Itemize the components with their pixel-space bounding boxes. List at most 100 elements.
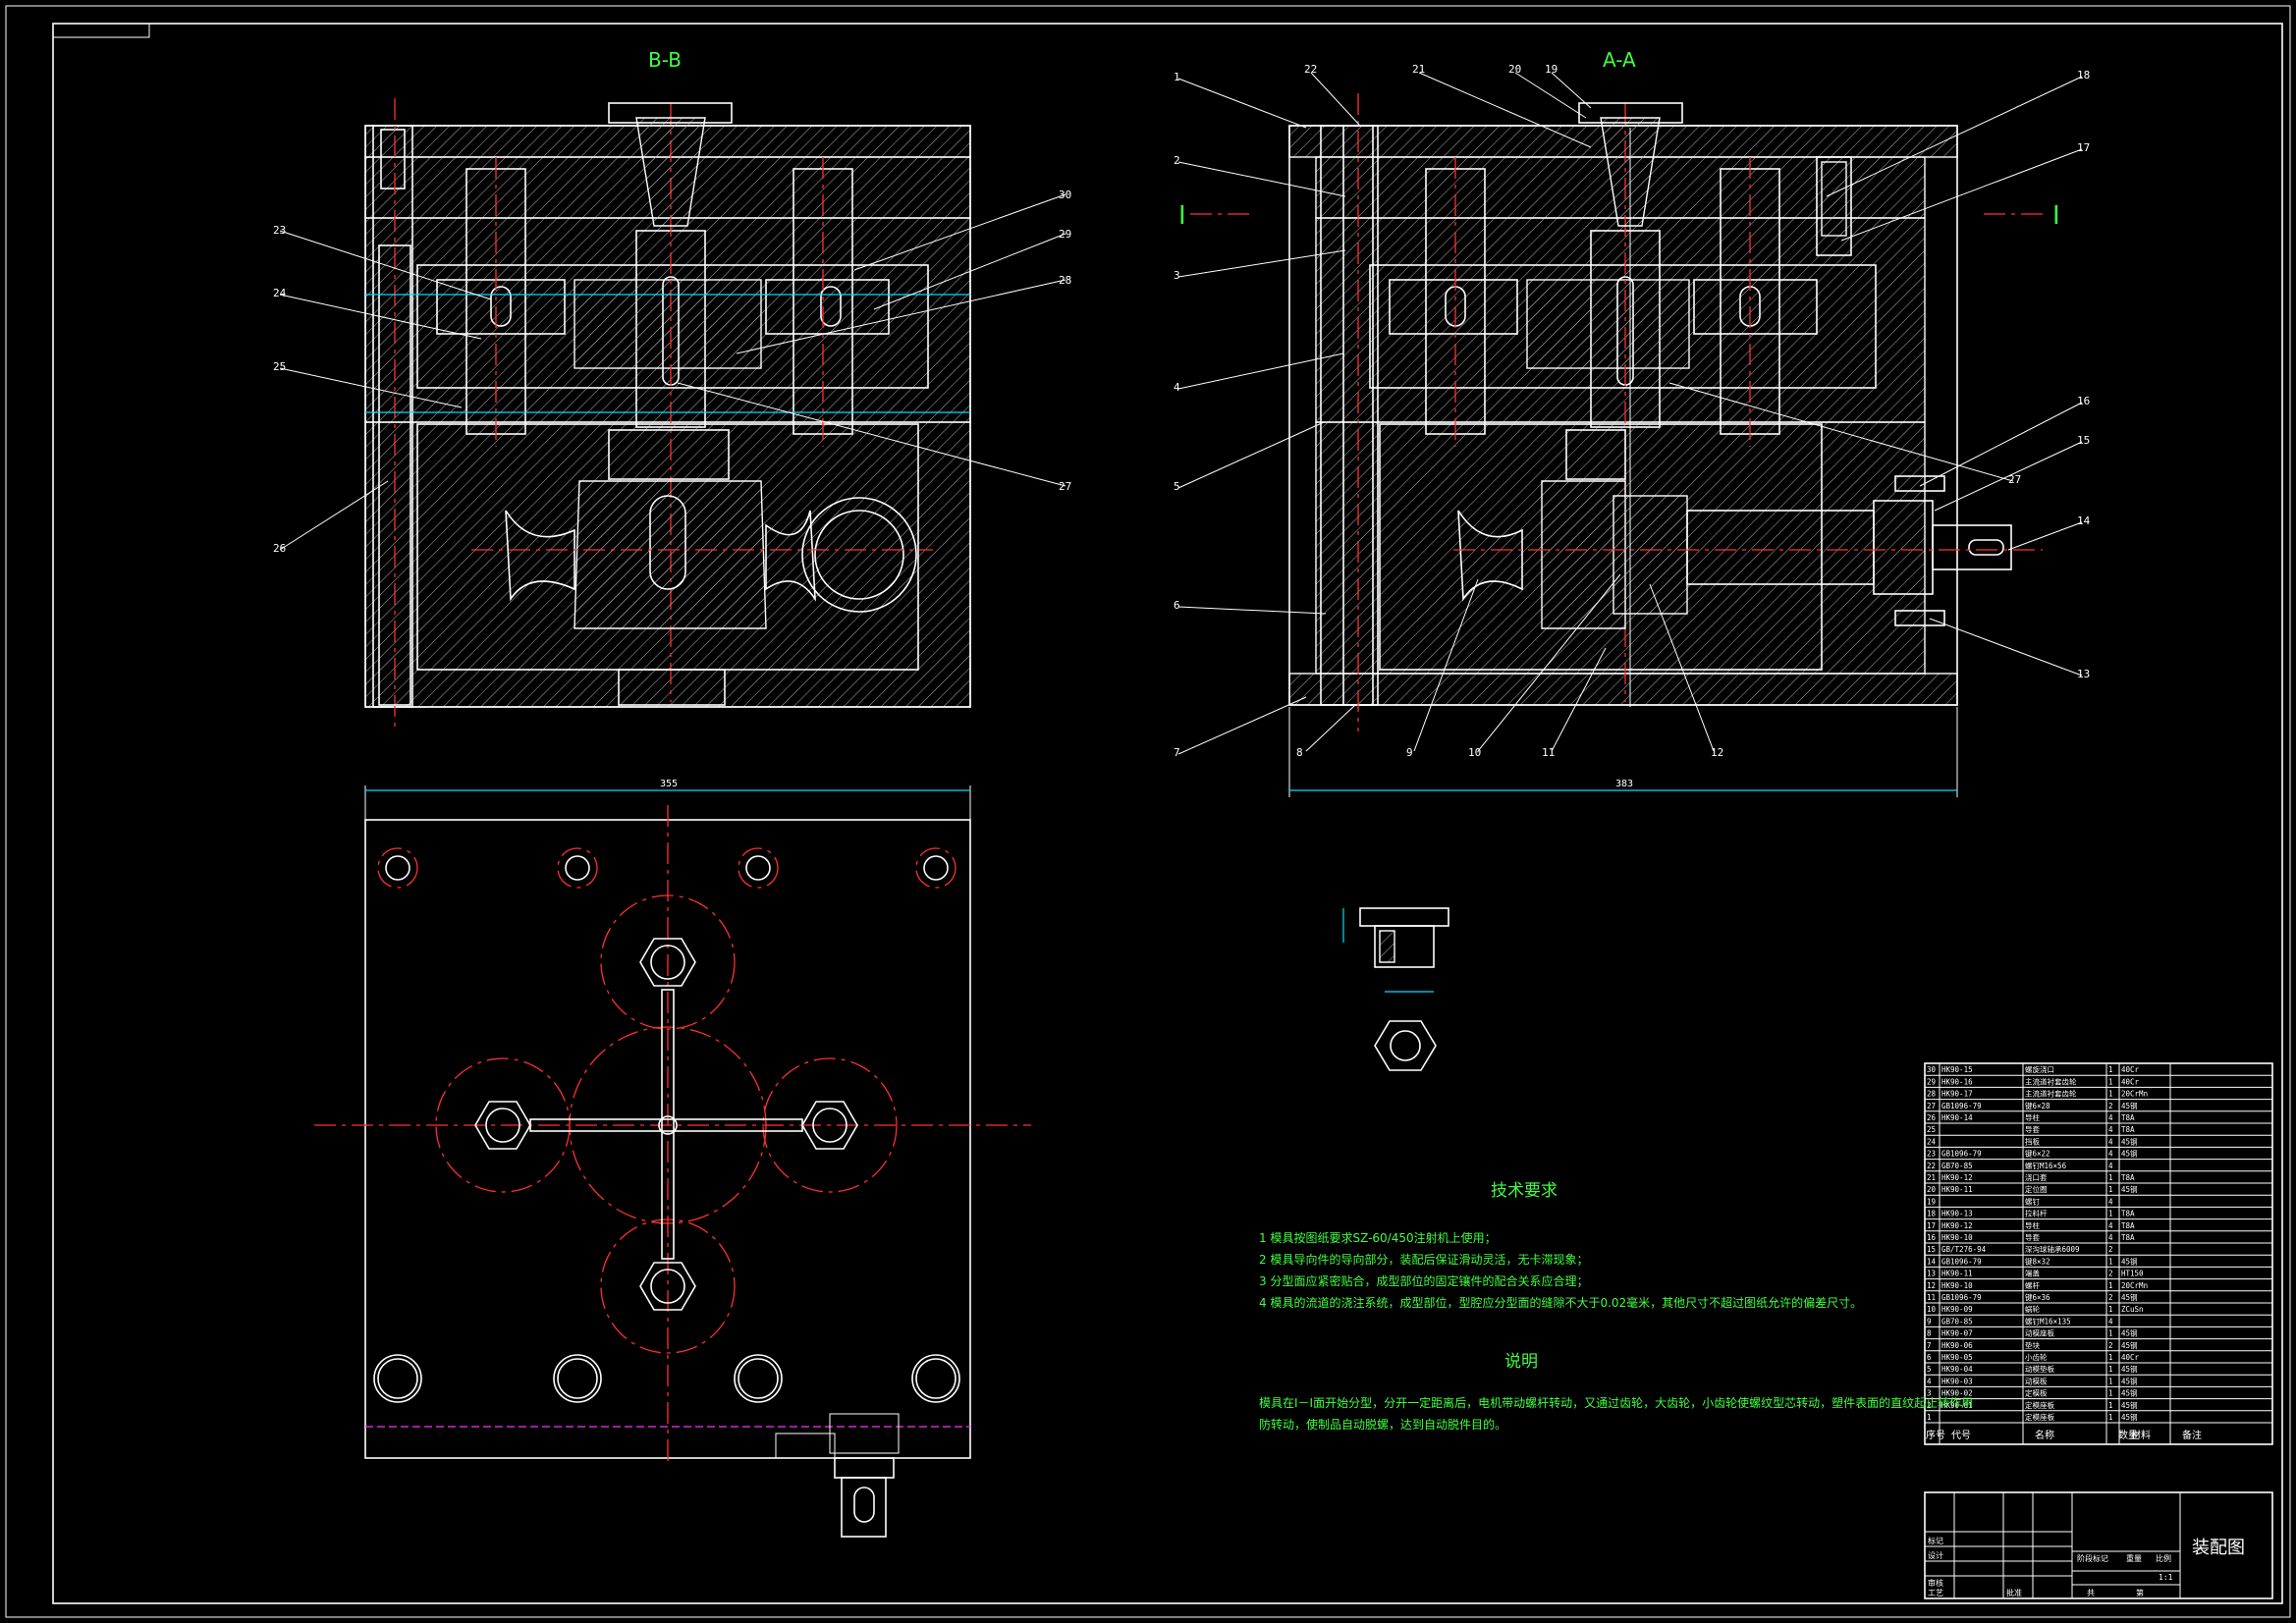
bom-cell: 24	[1927, 1137, 1937, 1146]
bom-cell: 7	[1927, 1341, 1932, 1350]
bom-cell: 2	[2108, 1245, 2113, 1254]
balloon-aa-13: 13	[2077, 668, 2090, 680]
bom-cell: 18	[1927, 1210, 1937, 1218]
bom-cell: GB70-85	[1941, 1317, 1973, 1325]
bom-cell: 45钢	[2121, 1388, 2138, 1398]
bom-cell: 螺钉M16×135	[2025, 1316, 2071, 1325]
drawing-name: 装配图	[2192, 1538, 2245, 1558]
bom-cell: 动模座板	[2025, 1328, 2054, 1338]
balloon-bb-30: 30	[1059, 189, 1071, 201]
bom-cell: 蜗轮	[2025, 1304, 2041, 1314]
bom-cell: 2	[2108, 1270, 2113, 1278]
bom-cell: 1	[2108, 1389, 2113, 1398]
bom-cell: 10	[1927, 1305, 1937, 1314]
bom-cell: 20	[1927, 1185, 1937, 1194]
bom-cell: HK90-05	[1941, 1353, 1973, 1362]
bom-cell: 挡板	[2025, 1136, 2041, 1146]
bom-cell: HK90-16	[1941, 1077, 1973, 1086]
bom-cell: 28	[1927, 1090, 1937, 1099]
bom-cell: HK90-07	[1941, 1329, 1973, 1338]
bom-cell: HK90-04	[1941, 1365, 1973, 1374]
bom-cell: 定模座板	[2025, 1412, 2054, 1422]
bom-cell: 23	[1927, 1150, 1936, 1159]
bom-cell: 30	[1927, 1065, 1937, 1074]
bom-cell: T8A	[2121, 1113, 2135, 1122]
bom-cell: 45钢	[2121, 1149, 2138, 1159]
bom-cell: 螺杆	[2025, 1280, 2041, 1290]
bom-cell: 1	[2108, 1281, 2113, 1290]
bom-cell: 主流道衬套齿轮	[2025, 1076, 2077, 1086]
bom-cell: 深沟球轴承6009	[2025, 1244, 2080, 1254]
bom-cell: 定位圈	[2025, 1184, 2048, 1194]
bom-cell: 25	[1927, 1125, 1936, 1134]
bom-cell: GB70-85	[1941, 1162, 1973, 1170]
tb-label-review: 审核	[1928, 1578, 1943, 1588]
balloon-aa-20: 20	[1508, 63, 1521, 76]
bom-cell: 4	[2108, 1162, 2113, 1170]
tb-label-mark: 标记	[1928, 1536, 1943, 1545]
balloon-bb-29: 29	[1059, 228, 1071, 241]
balloon-aa-15: 15	[2077, 434, 2090, 447]
bom-cell: 16	[1927, 1233, 1937, 1242]
bom-cell: 4	[2108, 1317, 2113, 1325]
bom-cell: 45钢	[2121, 1328, 2138, 1338]
bom-cell: 4	[2108, 1137, 2113, 1146]
bom-cell: 5	[1927, 1365, 1932, 1374]
bom-cell: 导柱	[2025, 1220, 2041, 1230]
bom-cell: HK90-01	[1941, 1401, 1973, 1410]
balloon-bb-26: 26	[273, 542, 286, 555]
bom-cell: GB1096-79	[1941, 1257, 1982, 1266]
balloon-aa-8: 8	[1296, 746, 1303, 759]
bom-cell: HK90-03	[1941, 1377, 1973, 1385]
bom-cell: 1	[2108, 1329, 2113, 1338]
tb-scale-value: 1:1	[2159, 1573, 2173, 1582]
bom-cell: 4	[2108, 1197, 2113, 1206]
section-aa-label: A-A	[1603, 48, 1636, 72]
bom-cell: HK90-06	[1941, 1341, 1973, 1350]
balloon-aa-9: 9	[1406, 746, 1413, 759]
bom-cell: 1	[2108, 1365, 2113, 1374]
bom-cell: 4	[1927, 1377, 1932, 1385]
bom-cell: 45钢	[2121, 1292, 2138, 1302]
bom-cell: 2	[1927, 1401, 1932, 1410]
section-mark-right: I	[2052, 201, 2060, 231]
bom-cell: 拉料杆	[2025, 1209, 2048, 1218]
bom-cell: 22	[1927, 1162, 1936, 1170]
bom-cell: GB1096-79	[1941, 1293, 1982, 1302]
note-title: 说明	[1504, 1352, 1538, 1372]
bom-header: 名称	[2035, 1429, 2054, 1441]
bom-cell: 45钢	[2121, 1101, 2138, 1110]
tb-label-stage: 阶段标记	[2077, 1553, 2108, 1563]
balloon-aa-6: 6	[1174, 599, 1180, 612]
bom-cell: 螺旋浇口	[2025, 1064, 2054, 1074]
bom-cell: 1	[2108, 1077, 2113, 1086]
bom-cell: 9	[1927, 1317, 1932, 1325]
bom-cell: 定模座板	[2025, 1400, 2054, 1410]
tech-title: 技术要求	[1491, 1181, 1558, 1201]
bom-cell: 浇口套	[2025, 1172, 2048, 1182]
bom-cell: HK90-11	[1941, 1270, 1973, 1278]
bom-cell: 45钢	[2121, 1184, 2138, 1194]
bom-cell: HK90-12	[1941, 1173, 1973, 1182]
tb-label-scale: 比例	[2156, 1553, 2171, 1563]
bom-cell: 4	[2108, 1233, 2113, 1242]
bom-cell: T8A	[2121, 1233, 2135, 1242]
bom-cell: 21	[1927, 1173, 1936, 1182]
bom-cell: 键6×36	[2025, 1292, 2050, 1302]
bom-cell: 1	[2108, 1090, 2113, 1099]
bom-cell: 6	[1927, 1353, 1932, 1362]
section-aa-view: A-A	[1178, 48, 2060, 731]
bom-cell: 键8×32	[2025, 1256, 2050, 1266]
bom-cell: 1	[2108, 1210, 2113, 1218]
bom-cell: 垫块	[2025, 1340, 2041, 1350]
bom-cell: 导套	[2025, 1124, 2041, 1134]
bom-cell: 27	[1927, 1102, 1936, 1110]
balloon-aa-17: 17	[2077, 141, 2090, 154]
note-text-line: 防转动，使制品自动脱螺，达到自动脱件目的。	[1259, 1417, 1506, 1432]
tech-line-2: 2 模具导向件的导向部分，装配后保证滑动灵活，无卡滞现象；	[1259, 1252, 1588, 1267]
bom-cell: ZCuSn	[2121, 1305, 2144, 1314]
section-aa-balloons: 1 2 3 4 5 6 7 22 21 20 19 18 17 16 15 14…	[1174, 63, 2091, 759]
bom-cell: GB1096-79	[1941, 1150, 1982, 1159]
bom-cell: HK90-10	[1941, 1281, 1973, 1290]
